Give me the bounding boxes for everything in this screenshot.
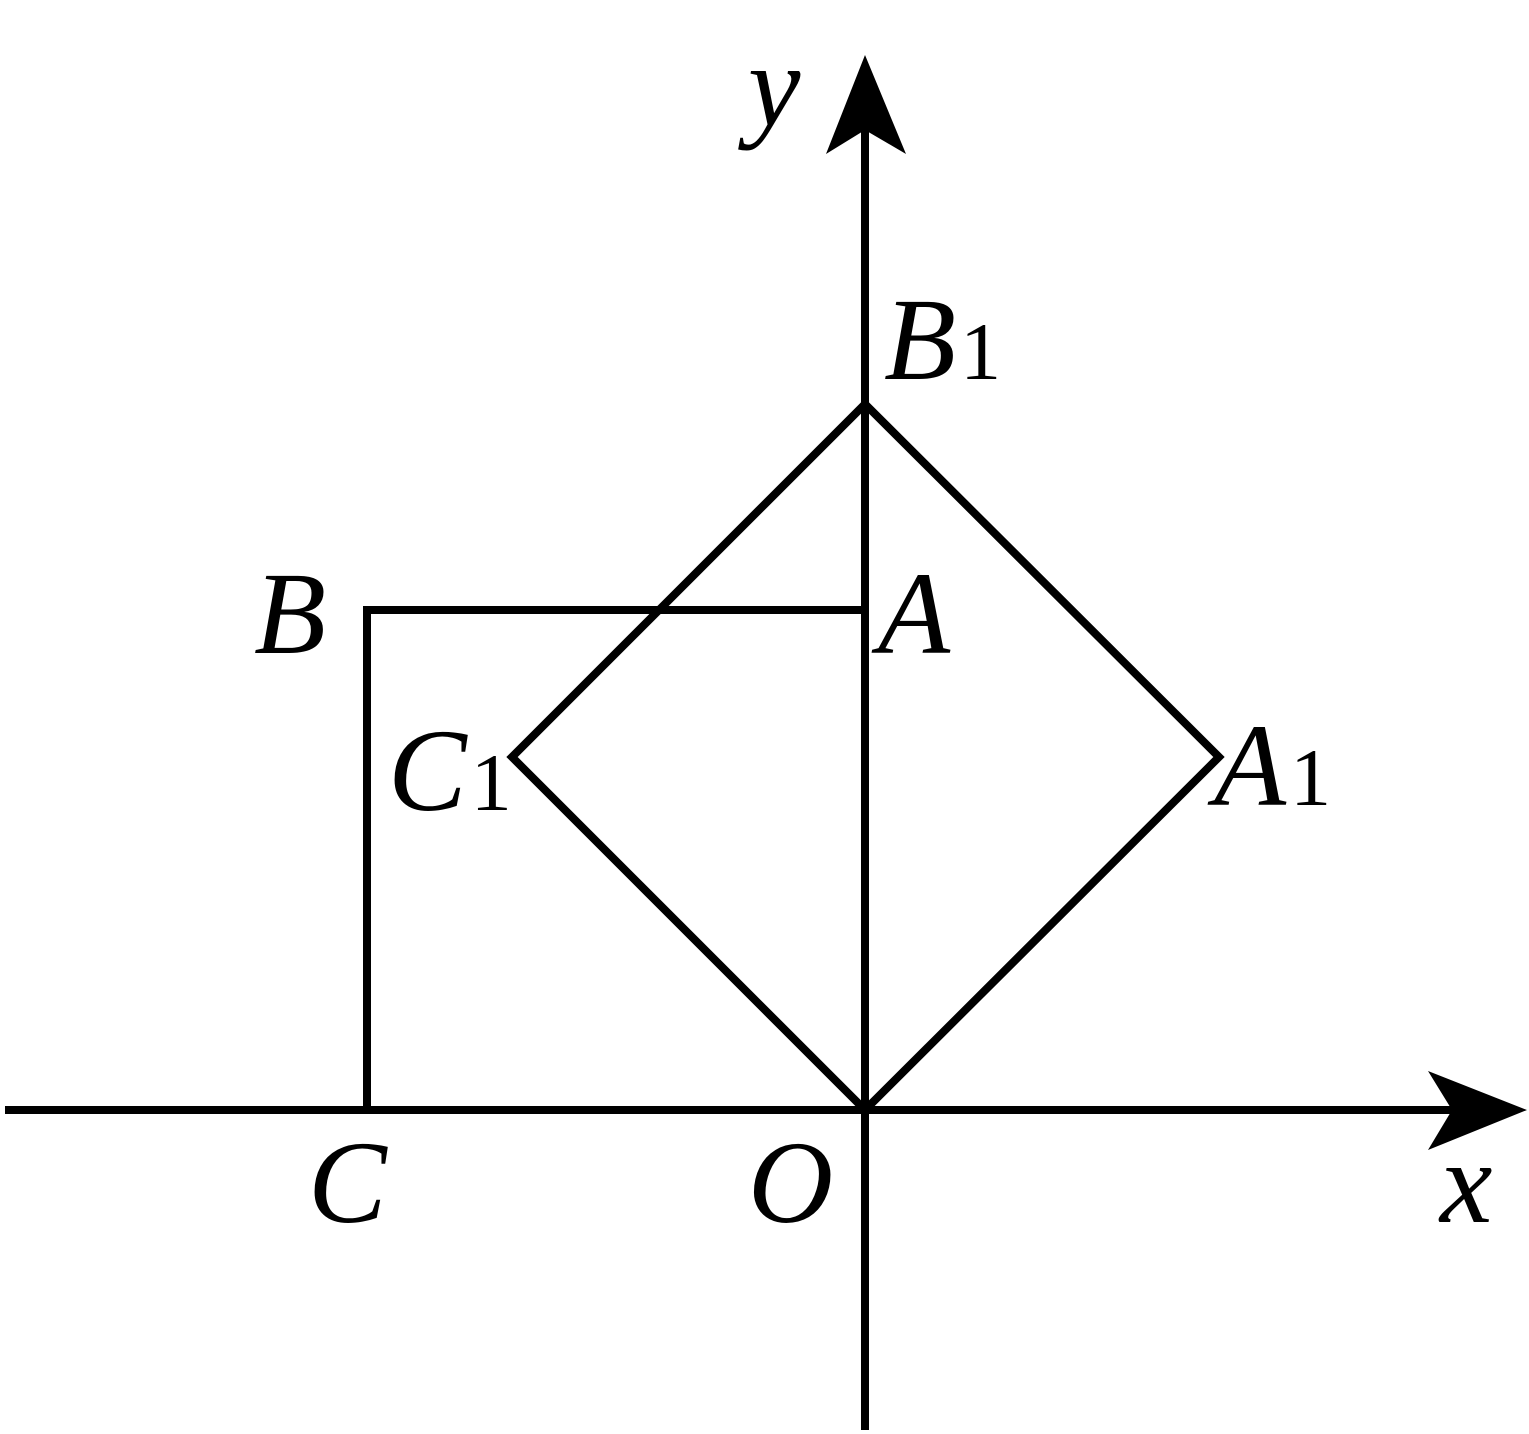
point-label-B1: B1 bbox=[884, 274, 1001, 405]
y-axis-label: y bbox=[738, 20, 801, 151]
square-OABC bbox=[363, 606, 865, 1110]
square-OA1B1C1 bbox=[506, 398, 1225, 1116]
x-axis-arrowhead bbox=[1428, 1071, 1527, 1150]
point-label-B1-name: B bbox=[884, 274, 956, 405]
point-label-A: A bbox=[871, 548, 951, 679]
point-label-C1-sub: 1 bbox=[471, 737, 512, 828]
point-label-C1: C1 bbox=[388, 705, 512, 836]
point-label-A1-sub: 1 bbox=[1290, 732, 1331, 823]
point-label-C1-name: C bbox=[388, 705, 468, 836]
point-label-O: O bbox=[748, 1117, 833, 1248]
y-axis-arrowhead bbox=[826, 55, 906, 154]
x-axis-label: x bbox=[1438, 1117, 1492, 1248]
point-label-B: B bbox=[254, 548, 326, 679]
point-label-C: C bbox=[308, 1117, 388, 1248]
point-label-A1-name: A bbox=[1207, 700, 1287, 831]
point-label-B1-sub: 1 bbox=[960, 306, 1001, 397]
point-label-A1: A1 bbox=[1207, 700, 1331, 831]
